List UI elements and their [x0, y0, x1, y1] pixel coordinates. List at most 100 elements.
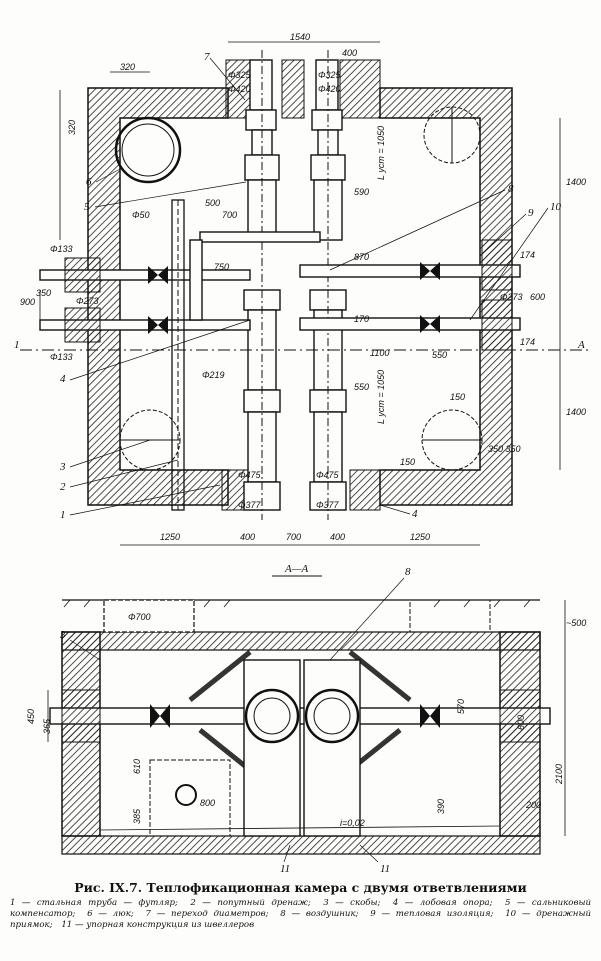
callout-5: 5: [84, 201, 90, 213]
dim-top-320: 320: [120, 62, 135, 72]
dim-inner-lust-top: L уст = 1050: [376, 126, 386, 180]
dim-inner-700: 700: [222, 210, 237, 220]
dim-bottom-1250-right: 1250: [410, 532, 430, 542]
valves: [148, 262, 440, 334]
section-dim-600: 600: [516, 715, 526, 730]
section-dim-610: 610: [132, 759, 142, 774]
section-sleeve-right: [499, 689, 541, 743]
pipe-top-1: Φ325: [228, 70, 252, 80]
section-slope: i=0,02: [340, 818, 365, 828]
dim-right-174-bottom: 174: [520, 337, 535, 347]
dim-bottom-1250-left: 1250: [160, 532, 180, 542]
plan-view: [20, 41, 590, 546]
section-dim-390: 390: [436, 799, 446, 814]
legend-item-4: 4 — лобовая опора;: [392, 898, 493, 908]
dim-right-1400-top: 1400: [566, 177, 586, 187]
dim-inner-750: 750: [214, 262, 229, 272]
pipe-bottom-1: Φ475: [238, 470, 262, 480]
manhole-top-left-inner: [121, 123, 175, 177]
section-dim-500: ~500: [566, 618, 586, 628]
dim-left-320: 320: [67, 120, 77, 135]
legend-item-5: 5 — сальниковый компенсатор;: [10, 898, 592, 919]
section-dim-800: 800: [200, 798, 215, 808]
section-pipe-casing-right: [303, 659, 361, 837]
section-view: [47, 599, 566, 855]
dim-left-900: 900: [20, 297, 35, 307]
dim-inner-170: 170: [354, 314, 369, 324]
dim-right-600: 600: [530, 292, 545, 302]
legend-item-7: 7 — переход диаметров;: [145, 909, 269, 919]
dim-inner-lust-bottom: L уст = 1050: [376, 370, 386, 424]
pipe-top-3: Φ325: [318, 70, 342, 80]
callout-9: 9: [528, 207, 534, 219]
dim-right-174-top: 174: [520, 250, 535, 260]
section-drain-pit: [175, 784, 197, 806]
section-title: А—А: [284, 563, 309, 575]
section-drain-box: [149, 759, 231, 837]
plan-labels: 1540 320 400 Φ325 Φ420 Φ325 Φ420 Φ475 Φ3…: [14, 32, 586, 542]
section-callout-8: 8: [405, 566, 411, 578]
dim-right-1400-bottom: 1400: [566, 407, 586, 417]
callout-10: 10: [550, 201, 562, 213]
pipe-bottom-3: Φ475: [316, 470, 340, 480]
legend-item-8: 8 — воздушник;: [280, 909, 359, 919]
dim-inner-1100: 1100: [370, 348, 389, 358]
section-callout-11-left: 11: [280, 863, 290, 875]
section-floor-slab: [61, 835, 541, 855]
section-mark-left: 1: [14, 339, 20, 351]
dim-inner-150-top: 150: [450, 392, 465, 402]
callout-2: 2: [60, 481, 66, 493]
dim-top-400: 400: [342, 48, 357, 58]
sleeve-right-bottom: [481, 299, 513, 351]
top-wall-block-right: [339, 59, 381, 119]
callout-8: 8: [508, 183, 514, 195]
section-dim-200: 200: [525, 800, 541, 810]
section-pipe-casing-left: [243, 659, 301, 837]
callout-4-right: 4: [412, 508, 418, 520]
dim-inner-phi219: Φ219: [202, 370, 225, 380]
section-callout-3: 3: [59, 629, 66, 641]
dim-bottom-400-left: 400: [240, 532, 255, 542]
section-dim-385: 385: [132, 808, 142, 824]
dim-inner-870: 870: [354, 252, 369, 262]
section-roof-slab: [61, 631, 541, 651]
callout-7: 7: [204, 51, 210, 63]
dim-right-350-350: 350 350: [488, 444, 521, 454]
pipe-bottom-4: Φ377: [316, 500, 340, 510]
dim-inner-550-upper: 550: [354, 382, 369, 392]
figure-title: Рис. IX.7. Теплофикационная камера с дву…: [74, 880, 527, 895]
dim-inner-550-right: 550: [432, 350, 447, 360]
dim-left-350: 350: [36, 288, 51, 298]
legend-item-3: 3 — скобы;: [323, 898, 381, 908]
legend-item-9: 9 — тепловая изоляция;: [370, 909, 494, 919]
dim-bottom-700: 700: [286, 532, 301, 542]
section-sleeve-left: [61, 689, 101, 743]
section-dim-365: 365: [42, 718, 52, 734]
legend-item-1: 1 — стальная труба — футляр;: [10, 898, 178, 908]
dim-top-1540: 1540: [290, 32, 310, 42]
bottom-wall-block-right: [349, 469, 381, 511]
legend-item-2: 2 — попутный дренаж;: [190, 898, 311, 908]
plan-wall-right: [379, 87, 513, 506]
section-manhole-right: [409, 599, 491, 633]
dimension-lines: [39, 41, 561, 546]
section-dim-phi700: Φ700: [128, 612, 151, 622]
section-mark-right: A: [577, 339, 585, 351]
section-labels: Φ700 ~500 2100 200 450 365 610 385 800 5…: [26, 566, 586, 875]
legend-item-10: 10 — дренажный приямок;: [10, 909, 592, 930]
callout-6: 6: [86, 176, 92, 188]
top-wall-block-mid: [281, 59, 305, 119]
pipe-bottom-2: Φ377: [238, 500, 262, 510]
dim-inner-phi273: Φ273: [500, 292, 523, 302]
dim-inner-150-bottom: 150: [400, 457, 415, 467]
dim-left-pipe-2: Φ133: [50, 352, 73, 362]
section-dim-2100: 2100: [554, 764, 564, 785]
section-dim-570: 570: [456, 699, 466, 714]
pipe-top-2: Φ420: [228, 84, 251, 94]
section-manhole-neck: [103, 599, 195, 633]
plan-wall-left: [87, 87, 229, 506]
sleeve-left-top: [64, 257, 101, 293]
legend-item-11: 11 — упорная конструкция из швеллеров: [61, 920, 255, 930]
callout-1: 1: [60, 509, 66, 521]
